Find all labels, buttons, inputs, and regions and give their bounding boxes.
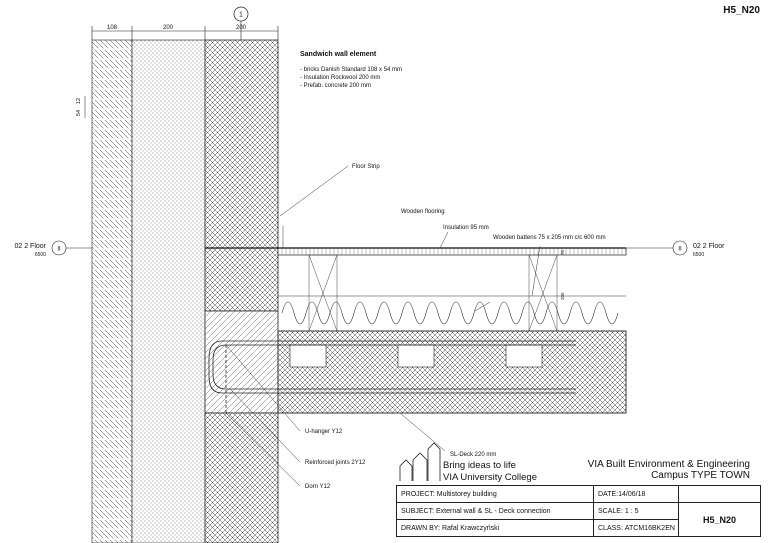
dim-200-insulation: 200: [163, 25, 174, 31]
level-marker-right: II 02 2 Floor 6500: [626, 240, 725, 258]
insulation-label: Insulation 95 mm: [443, 225, 489, 231]
slogan-line-2: VIA University College: [443, 472, 537, 483]
slogan-line-1: Bring ideas to life: [443, 460, 516, 471]
subject-value: External wall & SL - Deck connection: [436, 507, 551, 515]
drawn-by-value: Rafal Krawczyński: [441, 524, 500, 532]
brick-leaf: [91, 39, 133, 543]
grid-bubble: [233, 6, 249, 22]
project-cell: PROJECT: Multistorey building: [396, 485, 594, 503]
scale-cell: SCALE: 1 : 5: [593, 502, 679, 520]
dim-54: 54: [76, 110, 82, 116]
sl-deck: [277, 330, 627, 414]
title-block-blank: [678, 485, 761, 503]
dim-205-label: 205: [560, 292, 565, 300]
grid-bubble-label: 1: [239, 12, 243, 19]
deck-label: SL-Deck 220 mm: [450, 452, 496, 458]
scale-value: 1 : 5: [624, 507, 639, 515]
concrete-wall-upper: [204, 39, 279, 249]
subject-cell: SUBJECT: External wall & SL - Deck conne…: [396, 502, 594, 520]
deck-cores: [289, 344, 543, 368]
wooden-flooring-label: Wooden flooring: [401, 209, 445, 215]
dorn-label: Dorn Y12: [305, 484, 331, 490]
class-cell: CLASS: ATCM16BK2EN: [593, 519, 679, 537]
project-label: PROJECT:: [401, 490, 435, 498]
date-cell: DATE: 14/06/18: [593, 485, 679, 503]
level-left-label: 02 2 Floor: [14, 243, 46, 250]
project-value: Multistorey building: [436, 490, 497, 498]
level-left-symbol: II: [57, 247, 61, 253]
concrete-wall-lower: [204, 412, 279, 543]
date-value: 14/06/18: [618, 490, 646, 498]
insulation-quilt: [278, 295, 626, 325]
dim-200-concrete: 200: [236, 25, 247, 31]
slogan: Bring ideas to life VIA University Colle…: [443, 460, 537, 484]
via-logo: [399, 442, 441, 481]
date-label: DATE:: [598, 490, 619, 498]
concrete-wall-mid: [204, 247, 279, 312]
class-value: ATCM16BK2EN: [624, 524, 675, 532]
reinforced-joints-label: Reinforced joints 2Y12: [305, 460, 366, 466]
wall-item-2: - Insulation Rockwool 200 mm: [300, 75, 380, 81]
dim-108: 108: [107, 25, 118, 31]
scale-label: SCALE:: [598, 507, 623, 515]
brick-dimension: 54 12: [76, 96, 86, 118]
org-line-2: Campus TYPE TOWN: [651, 470, 750, 481]
level-left-value: 6500: [35, 252, 46, 258]
level-right-symbol: II: [678, 247, 682, 253]
subject-label: SUBJECT:: [401, 507, 435, 515]
insulation-layer: [131, 39, 206, 543]
wall-item-1: - bricks Danish Standard 108 x 54 mm: [300, 67, 402, 73]
organization: VIA Built Environment & Engineering Camp…: [588, 459, 750, 481]
dim-75-label: 75: [560, 249, 565, 255]
wall-title: Sandwich wall element: [300, 51, 377, 58]
reinforcement: [208, 340, 576, 413]
drawn-by-cell: DRAWN BY: Rafal Krawczyński: [396, 519, 594, 537]
floor-strip-label: Floor Strip: [352, 164, 380, 170]
class-label: CLASS:: [598, 524, 623, 532]
drawing-code: H5_N20: [702, 514, 737, 525]
org-line-1: VIA Built Environment & Engineering: [587, 459, 750, 470]
level-marker-left: II 02 2 Floor 6500: [14, 240, 92, 258]
wooden-flooring: [277, 247, 627, 256]
leader-lines: [225, 165, 541, 487]
drawn-by-label: DRAWN BY:: [401, 524, 441, 532]
drawing-code-cell: H5_N20: [678, 502, 761, 537]
sheet-id: H5_N20: [723, 5, 760, 16]
top-dimension: 108 200 200 1: [91, 6, 279, 40]
battens-label: Wooden battens 75 x 205 mm c/c 600 mm: [493, 235, 606, 241]
level-right-value: 6500: [693, 252, 704, 258]
dim-12: 12: [76, 98, 82, 104]
level-right-label: 02 2 Floor: [693, 243, 725, 250]
joint-infill: [204, 310, 279, 414]
u-hanger-label: U-hanger Y12: [305, 429, 343, 435]
wall-item-3: - Prefab. concrete 200 mm: [300, 83, 371, 89]
